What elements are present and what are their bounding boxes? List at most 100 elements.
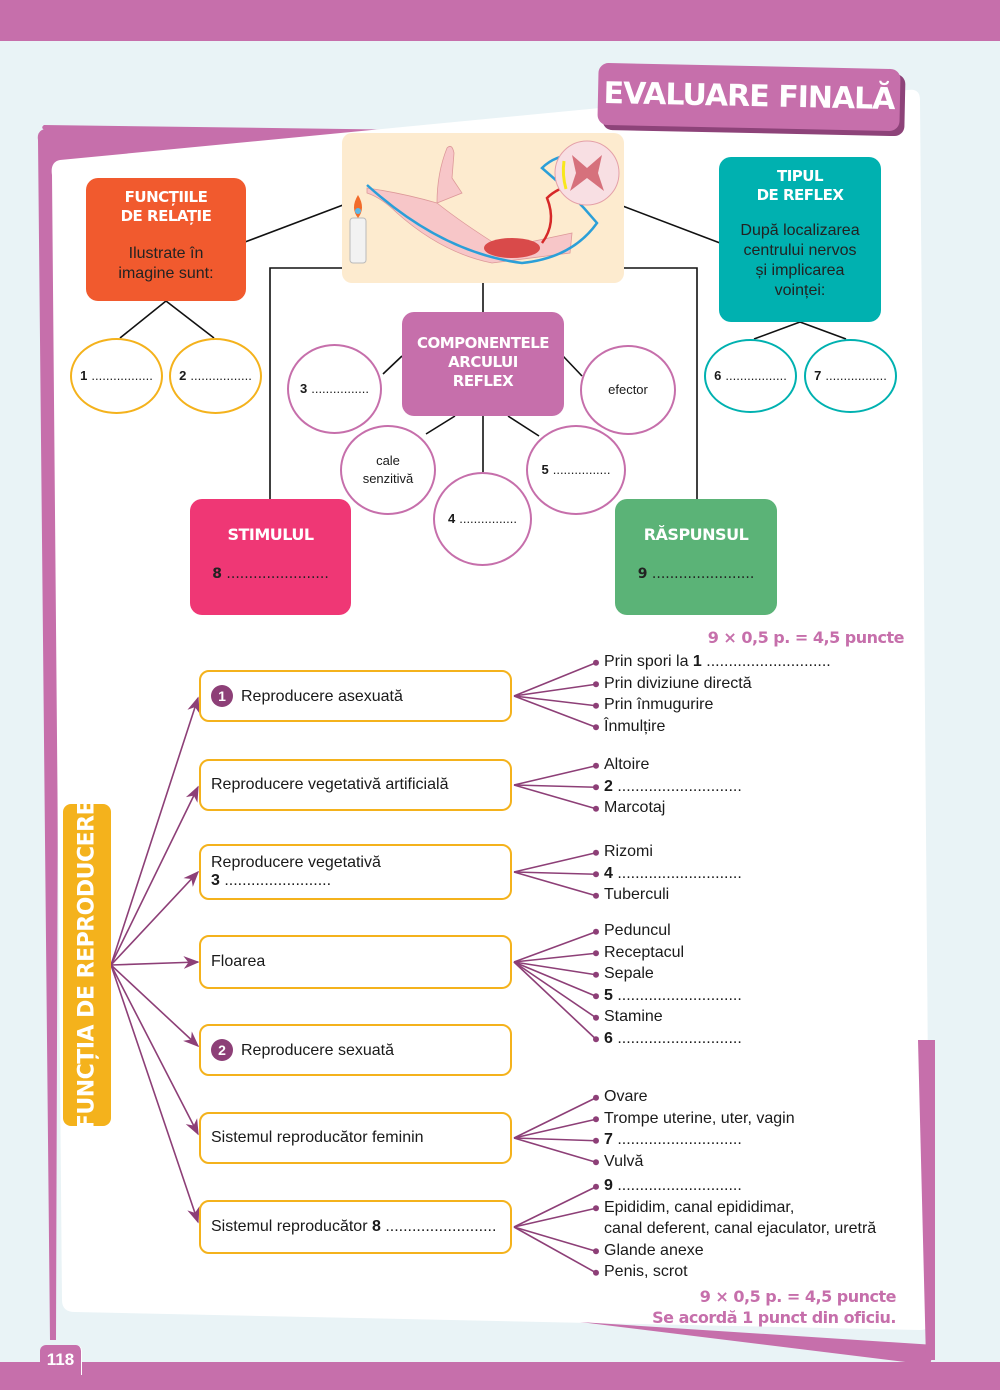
functia-reproducere-label: FUNCȚIA DE REPRODUCERE <box>63 801 111 1129</box>
item-text: Tuberculi <box>604 886 670 903</box>
blank-number: 4 <box>447 511 456 526</box>
node-content: Reproducere vegetativă artificială <box>211 776 448 794</box>
item-text: canal deferent, canal ejaculator, uretră <box>604 1220 877 1237</box>
blank-oval-4[interactable]: 4................ <box>433 472 532 566</box>
node-item-list: Prin spori la 1 ........................… <box>604 651 831 737</box>
reproduction-node: Sistemul reproducător feminin <box>199 1112 512 1164</box>
blank-dots: ............................ <box>617 1029 742 1047</box>
item-text: Ovare <box>604 1088 648 1105</box>
bullet-dot <box>593 928 599 935</box>
blank-oval-3[interactable]: 3................ <box>287 344 382 434</box>
list-item: Trompe uterine, uter, vagin <box>604 1108 795 1130</box>
blank-number: 8 <box>212 566 222 582</box>
blank-number: 5 <box>604 986 618 1004</box>
blank-dots: ........................ <box>224 872 332 889</box>
blank-dots[interactable]: ......................... <box>385 1218 497 1235</box>
bullet-dot <box>593 1014 599 1021</box>
raspunsul-title: RĂSPUNSUL <box>643 525 749 544</box>
tipul-reflex-sub-3: și implicarea <box>755 262 845 279</box>
bonus-point-note: Se acordă 1 punct din oficiu. <box>652 1308 896 1327</box>
blank-number: 5 <box>541 462 549 477</box>
node-label: Floarea <box>211 953 266 970</box>
bullet-dot <box>593 1036 599 1043</box>
bullet-dot <box>593 762 599 769</box>
item-text: Înmulțire <box>604 717 666 735</box>
root-arrow <box>110 964 199 1136</box>
item-text: Prin diviziune directă <box>604 674 752 692</box>
raspunsul-blank[interactable]: 9 ....................... <box>615 566 777 582</box>
list-item[interactable]: 5 ............................ <box>604 985 742 1007</box>
list-item[interactable]: Prin spori la 1 ........................… <box>604 651 831 673</box>
bullet-dot <box>593 993 599 1000</box>
blank-oval-2[interactable]: 2................. <box>169 338 262 414</box>
list-item[interactable]: 4 ............................ <box>604 863 742 885</box>
top-header-bar <box>0 0 1000 41</box>
tipul-reflex-sub-4: voinței: <box>774 282 826 299</box>
tipul-reflex-title-1: TIPUL <box>776 167 824 185</box>
blank-oval-1[interactable]: 1................. <box>70 338 163 414</box>
branch-line <box>513 961 597 976</box>
raspunsul-box: RĂSPUNSUL 9 ....................... <box>615 499 777 615</box>
bullet-dot <box>593 805 599 812</box>
branch-line <box>513 961 597 997</box>
stimulul-title: STIMULUL <box>227 525 314 544</box>
blank-dots: ................ <box>311 381 370 396</box>
node-content: Sistemul reproducător feminin <box>211 1129 424 1147</box>
list-item: Sepale <box>604 963 742 985</box>
branch-line <box>513 683 597 697</box>
blank-dots: ................. <box>725 368 787 383</box>
list-item[interactable]: 7 ............................ <box>604 1129 795 1151</box>
blank-dots: ............................ <box>617 864 742 882</box>
root-arrow <box>110 785 199 966</box>
blank-number: 6 <box>604 1029 618 1047</box>
list-item: Înmulțire <box>604 716 831 738</box>
list-item: Glande anexe <box>604 1240 876 1262</box>
blank-oval-6[interactable]: 6................. <box>704 339 797 413</box>
branch-line <box>513 1226 597 1253</box>
bullet-dot <box>593 1248 599 1255</box>
functii-relatie-sub-2: imagine sunt: <box>118 265 214 282</box>
blank-number: 4 <box>604 864 618 882</box>
list-item: Vulvă <box>604 1151 795 1173</box>
item-text: Stamine <box>604 1008 663 1025</box>
reproduction-node: Reproducere vegetativă artificială <box>199 759 512 811</box>
list-item: Altoire <box>604 754 742 776</box>
item-text: Prin înmugurire <box>604 696 714 713</box>
blank-dots: ............................ <box>617 1131 742 1148</box>
blank-number: 9 <box>637 566 648 582</box>
blank-dots: ............................ <box>617 777 742 795</box>
list-item[interactable]: 9 ............................ <box>604 1175 876 1197</box>
list-item[interactable]: 2 ............................ <box>604 776 742 798</box>
branch-line <box>513 764 597 786</box>
bullet-dot <box>593 1116 599 1123</box>
branch-line <box>513 784 597 789</box>
blank-number: 9 <box>604 1177 618 1194</box>
blank-dots: ............................ <box>617 986 742 1004</box>
branch-line <box>513 930 597 963</box>
blank-oval-5[interactable]: 5................ <box>526 425 626 515</box>
list-item: Prin înmugurire <box>604 694 831 716</box>
bottom-footer-bar <box>0 1362 1000 1390</box>
blank-number: 8 <box>371 1218 386 1235</box>
list-item[interactable]: 6 ............................ <box>604 1028 742 1050</box>
blank-oval-7[interactable]: 7................. <box>804 339 897 413</box>
item-text: Rizomi <box>604 843 653 860</box>
blank-number: 7 <box>814 368 822 383</box>
node-blank[interactable]: 3 ........................ <box>211 872 381 890</box>
reflex-score: 9 × 0,5 p. = 4,5 puncte <box>707 628 905 647</box>
list-item: Prin diviziune directă <box>604 673 831 695</box>
node-label: Reproducere asexuată <box>241 688 403 705</box>
bullet-dot <box>593 1094 599 1101</box>
reflex-connector-lines <box>119 204 847 500</box>
componente-title-1: COMPONENTELE <box>416 334 550 352</box>
item-text: Altoire <box>604 756 650 773</box>
root-arrow <box>110 964 200 1048</box>
efector-label: efector <box>608 382 648 397</box>
stimulul-blank[interactable]: 8 ....................... <box>190 566 351 582</box>
branch-line <box>513 851 597 873</box>
blank-dots: ................. <box>825 368 887 383</box>
root-arrow <box>110 964 200 1224</box>
